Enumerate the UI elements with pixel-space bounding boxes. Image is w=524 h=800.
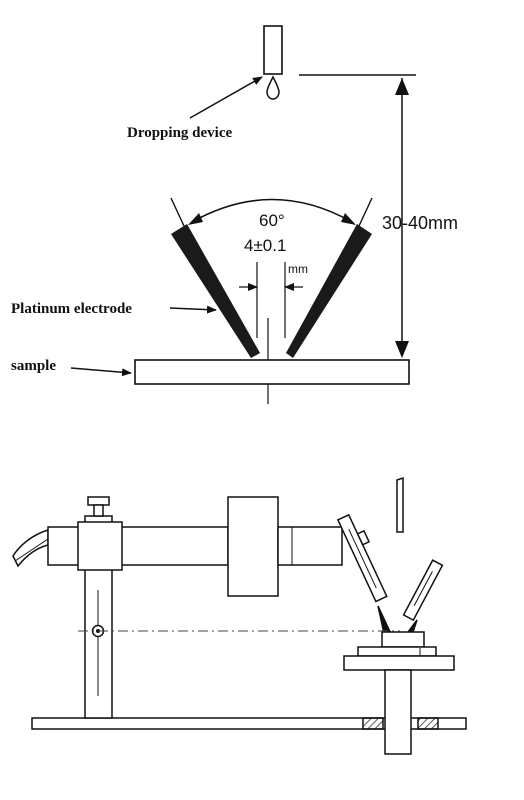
sample-plate	[134, 359, 410, 385]
dropping-device-arrow	[189, 76, 263, 119]
droplet	[266, 75, 280, 100]
cable	[12, 528, 49, 568]
angle-arc	[191, 198, 353, 223]
dropping-device-label: Dropping device	[127, 125, 232, 141]
height-dimension	[299, 74, 416, 358]
arm-right	[277, 526, 343, 566]
height-range-label: 30-40mm	[382, 213, 458, 233]
base-plate	[31, 717, 467, 730]
arm-collar	[77, 521, 123, 571]
arm-left	[47, 526, 229, 566]
electrode-holder-left	[336, 513, 388, 603]
sample-cup	[381, 631, 425, 648]
stage-upper	[357, 646, 437, 657]
apparatus-view	[12, 476, 467, 755]
base-hatch-right	[417, 717, 439, 730]
gap-unit-label: mm	[288, 262, 308, 276]
counterweight	[227, 496, 279, 597]
electrode-holder-right	[402, 559, 444, 622]
height-arrow-down	[395, 341, 409, 358]
sample-label: sample	[11, 358, 56, 374]
sample-arrow	[70, 367, 132, 377]
dropping-device	[263, 25, 283, 100]
platinum-electrodes	[171, 224, 372, 358]
angle-indicator	[170, 197, 373, 227]
platinum-electrode-arrow	[169, 305, 217, 314]
height-arrow-up	[395, 78, 409, 95]
electrode-left	[171, 224, 260, 358]
stage-lower	[343, 655, 455, 671]
base-hatch-left	[362, 717, 384, 730]
gap-value-label: 4±0.1	[244, 236, 286, 255]
stage-column	[384, 669, 412, 755]
dropper-pipette	[396, 476, 404, 533]
electrode-right	[286, 224, 372, 358]
dropper-tube	[263, 25, 283, 75]
top-screw-head	[87, 496, 110, 506]
angle-label: 60°	[259, 211, 285, 230]
platinum-electrode-label: Platinum electrode	[11, 301, 132, 317]
schematic-view: Dropping device 30-40mm 60°	[11, 25, 458, 404]
